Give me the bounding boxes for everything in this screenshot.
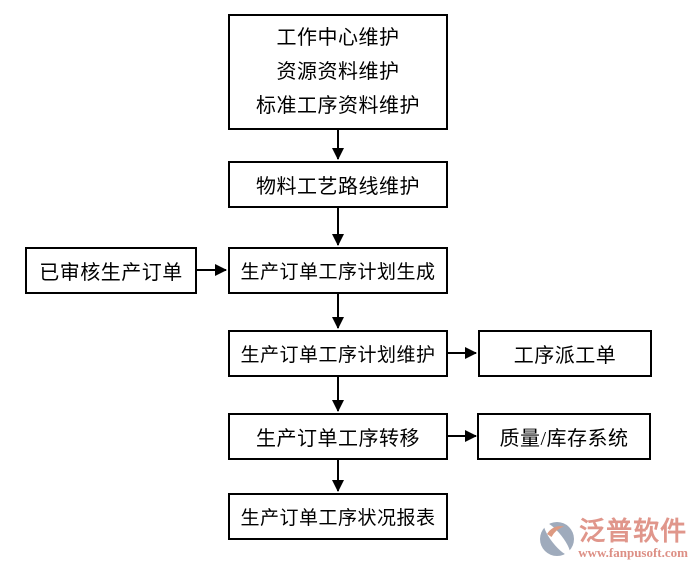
node-label: 生产订单工序计划维护 bbox=[240, 345, 436, 366]
node-label: 生产订单工序转移 bbox=[256, 428, 420, 450]
node-reviewed-production-order: 已审核生产订单 bbox=[25, 247, 197, 294]
node-order-process-transfer: 生产订单工序转移 bbox=[228, 413, 448, 460]
node-label: 物料工艺路线维护 bbox=[256, 176, 420, 198]
fanpusoft-logo: 泛普软件 www.fanpusoft.com bbox=[538, 518, 688, 560]
node-label: 已审核生产订单 bbox=[39, 262, 183, 284]
node-material-routing-maintenance: 物料工艺路线维护 bbox=[228, 161, 448, 208]
node-master-data-maintenance: 工作中心维护 资源资料维护 标准工序资料维护 bbox=[228, 14, 448, 130]
node-label: 工序派工单 bbox=[513, 345, 617, 367]
fanpusoft-brand-name: 泛普软件 bbox=[579, 517, 688, 546]
node-label: 质量/库存系统 bbox=[499, 428, 629, 450]
node-quality-inventory-system: 质量/库存系统 bbox=[477, 413, 651, 460]
node-order-process-status-report: 生产订单工序状况报表 bbox=[228, 493, 448, 540]
node-label: 生产订单工序状况报表 bbox=[240, 508, 436, 529]
node-master-line-1: 工作中心维护 bbox=[276, 27, 400, 49]
node-order-process-plan-maintain: 生产订单工序计划维护 bbox=[228, 330, 448, 377]
fanpusoft-logo-text: 泛普软件 www.fanpusoft.com bbox=[578, 518, 688, 560]
node-process-dispatch-order: 工序派工单 bbox=[478, 330, 652, 377]
node-master-line-2: 资源资料维护 bbox=[276, 61, 400, 83]
node-master-line-3: 标准工序资料维护 bbox=[256, 95, 420, 117]
fanpusoft-logo-icon bbox=[540, 522, 575, 556]
node-label: 生产订单工序计划生成 bbox=[240, 262, 436, 283]
node-order-process-plan-generate: 生产订单工序计划生成 bbox=[228, 247, 448, 294]
fanpusoft-website-text: www.fanpusoft.com bbox=[578, 545, 688, 560]
